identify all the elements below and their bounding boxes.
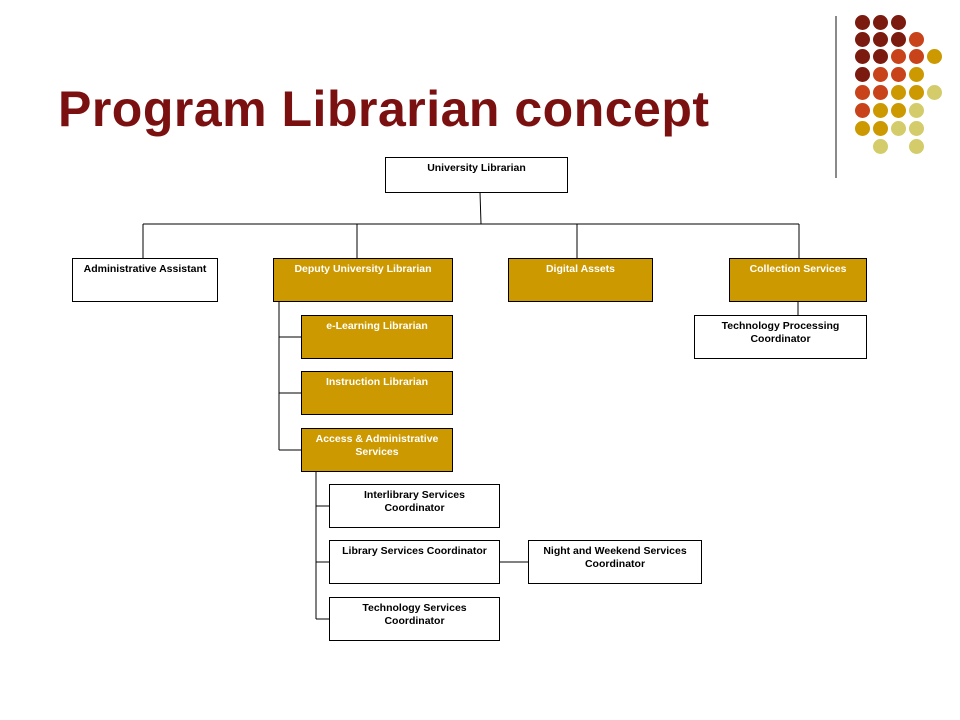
decor-dot [891, 32, 906, 47]
technology-processing-coordinator-box: Technology Processing Coordinator [694, 315, 867, 359]
decor-dot [873, 32, 888, 47]
decor-dot [873, 103, 888, 118]
slide-title: Program Librarian concept [58, 81, 710, 137]
instruction-librarian-box: Instruction Librarian [301, 371, 453, 415]
decor-dot [855, 32, 870, 47]
decor-dot [855, 49, 870, 64]
digital-assets-box: Digital Assets [508, 258, 653, 302]
decor-dot [873, 85, 888, 100]
decor-dot [873, 15, 888, 30]
decor-dot [909, 67, 924, 82]
decor-dot [855, 67, 870, 82]
decor-dot [909, 32, 924, 47]
interlibrary-services-coordinator-box: Interlibrary Services Coordinator [329, 484, 500, 528]
decor-dot [891, 15, 906, 30]
decor-dot [909, 85, 924, 100]
decor-dot [927, 49, 942, 64]
decor-dot [909, 139, 924, 154]
decor-dot [891, 67, 906, 82]
decor-dot [891, 103, 906, 118]
technology-services-coordinator-box: Technology Services Coordinator [329, 597, 500, 641]
decor-dot [855, 103, 870, 118]
decor-dot [927, 85, 942, 100]
decor-dot [855, 121, 870, 136]
library-services-coordinator-box: Library Services Coordinator [329, 540, 500, 584]
elearning-librarian-box: e-Learning Librarian [301, 315, 453, 359]
decor-dot [891, 85, 906, 100]
deputy-university-librarian-box: Deputy University Librarian [273, 258, 453, 302]
university-librarian-box: University Librarian [385, 157, 568, 193]
access-administrative-services-box: Access & Administrative Services [301, 428, 453, 472]
divider-line [835, 16, 837, 178]
collection-services-box: Collection Services [729, 258, 867, 302]
decor-dot [909, 103, 924, 118]
decor-dot [909, 121, 924, 136]
decor-dot [873, 121, 888, 136]
decor-dot [873, 139, 888, 154]
night-weekend-services-coordinator-box: Night and Weekend Services Coordinator [528, 540, 702, 584]
decor-dot [873, 67, 888, 82]
decor-dot [855, 15, 870, 30]
decor-dot [891, 49, 906, 64]
decor-dot [855, 85, 870, 100]
decor-dot [873, 49, 888, 64]
connector-line [479, 191, 482, 225]
decor-dot [909, 49, 924, 64]
decor-dot [891, 121, 906, 136]
administrative-assistant-box: Administrative Assistant [72, 258, 218, 302]
